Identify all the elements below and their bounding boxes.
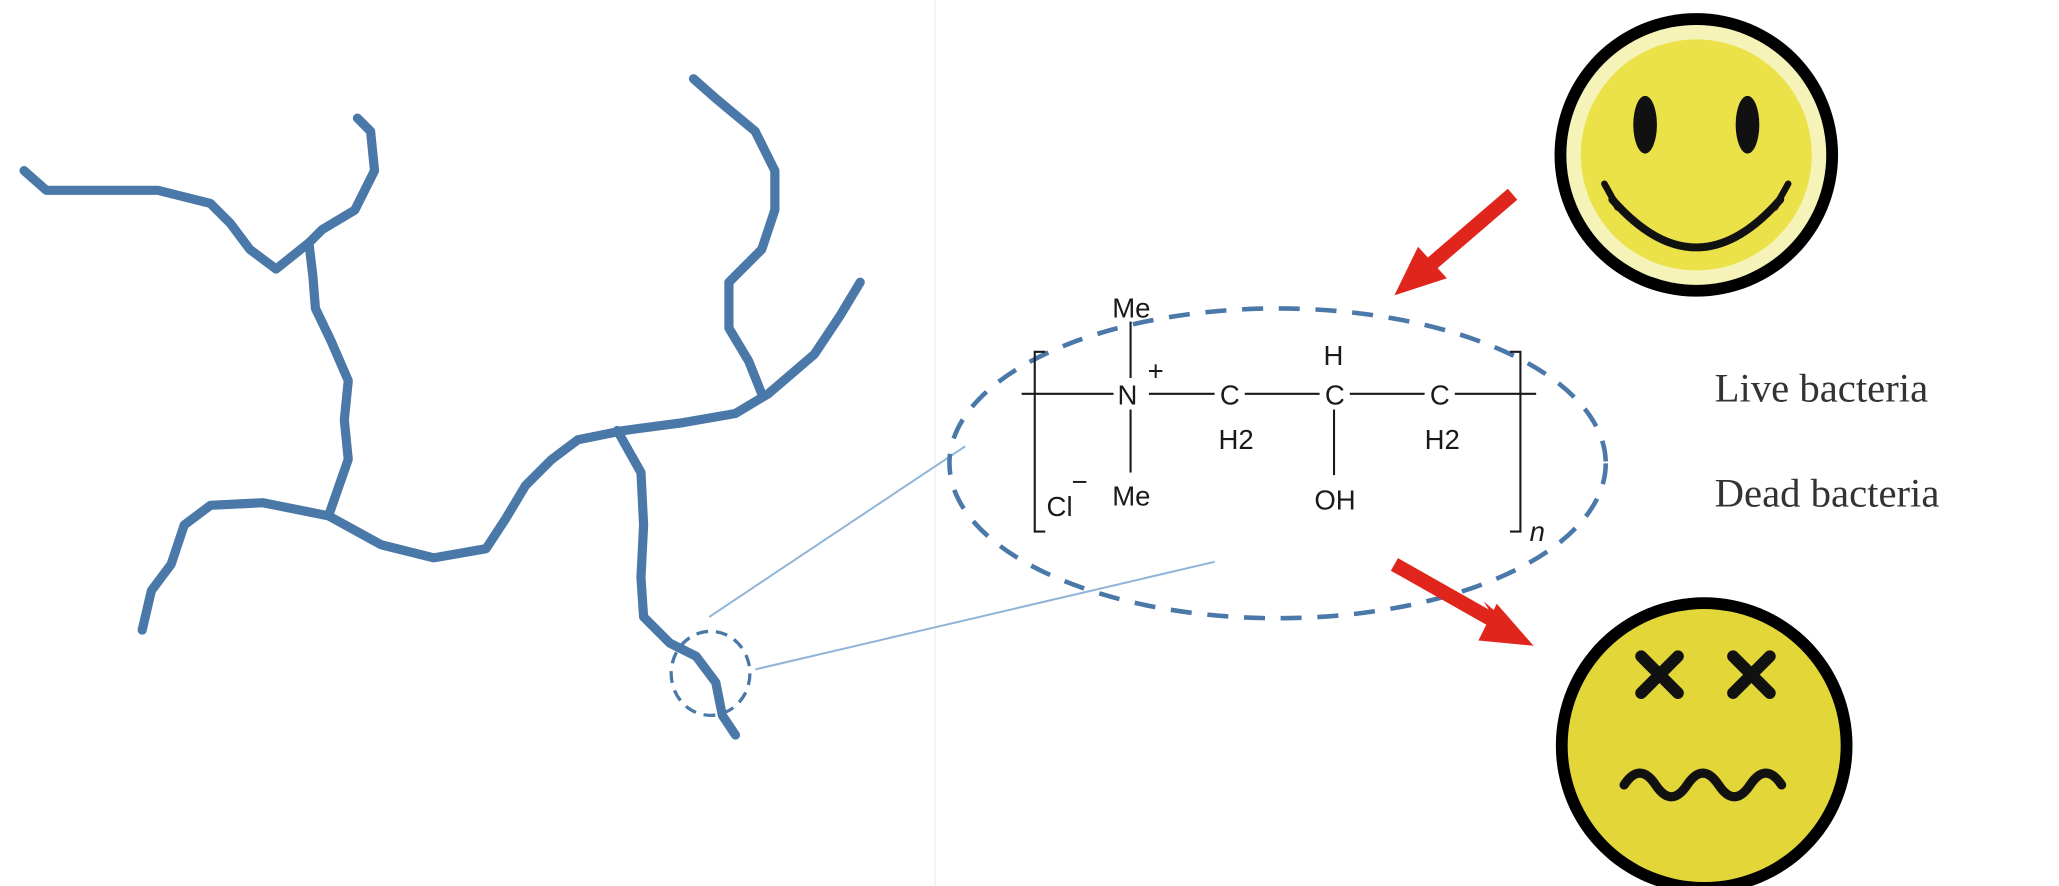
live-bacteria-smiley-icon xyxy=(1554,13,1839,297)
nitrogen-atom: N xyxy=(1117,379,1137,410)
hydroxyl-group: OH xyxy=(1314,484,1355,515)
carbon-3: C xyxy=(1430,379,1450,410)
zoom-marker-circle xyxy=(669,629,752,718)
dead-bacteria-label: Dead bacteria xyxy=(1715,471,1940,516)
positive-charge: + xyxy=(1148,356,1164,387)
chemical-structure xyxy=(1021,321,1537,533)
repeat-unit-n: n xyxy=(1530,516,1545,547)
arrow-to-dead xyxy=(1390,558,1534,646)
chloride-ion: Cl xyxy=(1047,491,1073,522)
negative-charge: − xyxy=(1072,466,1088,497)
zoom-ellipse xyxy=(947,306,1609,621)
carbon-1: C xyxy=(1220,379,1240,410)
branched-polymer xyxy=(19,74,865,740)
methyl-top: Me xyxy=(1112,293,1150,324)
arrow-to-polymer xyxy=(1394,188,1518,296)
carbon-3-hydrogens: H2 xyxy=(1425,424,1460,455)
carbon-1-hydrogens: H2 xyxy=(1219,424,1254,455)
live-bacteria-label: Live bacteria xyxy=(1715,366,1928,411)
dead-bacteria-face-icon xyxy=(1555,597,1853,886)
methyl-bottom: Me xyxy=(1112,480,1150,511)
zoom-line-top xyxy=(708,445,966,618)
zoom-line-bottom xyxy=(754,560,1215,671)
carbon-2-hydrogen: H xyxy=(1324,340,1344,371)
carbon-2: C xyxy=(1325,379,1345,410)
